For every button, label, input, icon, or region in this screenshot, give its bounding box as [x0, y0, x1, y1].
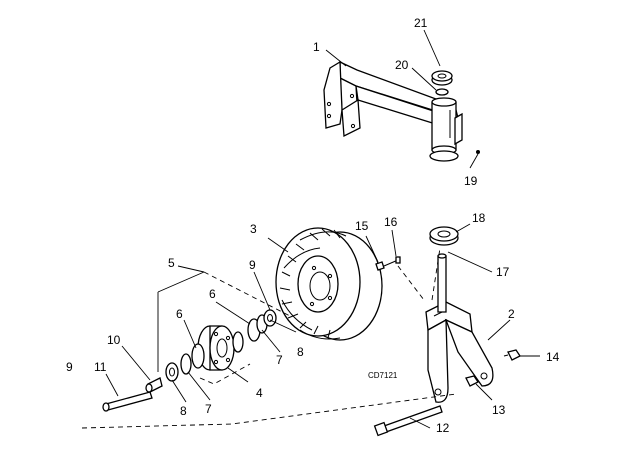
callout-14: 14	[546, 350, 560, 364]
callout-6a: 6	[176, 307, 183, 321]
callout-6b: 6	[209, 287, 216, 301]
tire-wheel-icon	[275, 227, 383, 341]
axle-bolt-icon	[102, 391, 153, 412]
callout-12: 12	[436, 421, 450, 435]
bolt-icon	[373, 405, 443, 437]
callout-16: 16	[384, 215, 398, 229]
bearing-cup-icon	[180, 353, 192, 375]
callout-21: 21	[414, 16, 428, 30]
pin-icon	[476, 150, 480, 154]
alignment-line	[203, 271, 291, 317]
callout-19: 19	[464, 174, 478, 188]
callout-17: 17	[496, 265, 510, 279]
grease-fitting-icon	[503, 349, 521, 361]
callout-8b: 8	[297, 345, 304, 359]
alignment-line	[81, 393, 457, 429]
leader-lines	[105, 29, 540, 429]
bushing-icon	[431, 70, 453, 86]
nut-icon	[465, 375, 479, 387]
callout-5: 5	[168, 256, 175, 270]
sleeve-icon	[145, 377, 163, 393]
callout-9b: 9	[249, 258, 256, 272]
caster-fork-icon	[425, 301, 494, 403]
caster-arm-bracket-icon	[323, 60, 463, 162]
callout-3: 3	[250, 222, 257, 236]
bearing-cone-icon	[191, 343, 205, 369]
callout-15: 15	[355, 219, 369, 233]
callout-11: 11	[94, 360, 107, 374]
washer-icon	[429, 226, 459, 246]
spindle-shaft-icon	[437, 253, 447, 313]
bracket-line	[157, 271, 205, 293]
wheel-stud-icon	[383, 256, 401, 267]
callout-4: 4	[256, 386, 263, 400]
callout-9a: 9	[66, 360, 73, 374]
seal-icon	[165, 362, 179, 382]
figure-code: CD7121	[368, 371, 398, 380]
callout-13: 13	[492, 403, 506, 417]
seal-icon	[263, 309, 277, 327]
wheel-hub-icon	[197, 325, 244, 371]
callout-8a: 8	[180, 404, 187, 418]
callout-2: 2	[508, 307, 515, 321]
o-ring-icon	[435, 88, 449, 96]
callout-20: 20	[395, 58, 409, 72]
bearing-group-icon	[165, 309, 277, 382]
wheel-nut-icon	[375, 261, 385, 271]
callout-1: 1	[313, 40, 320, 54]
alignment-line	[397, 265, 425, 301]
callout-10: 10	[107, 333, 121, 347]
callout-7b: 7	[276, 353, 283, 367]
callout-7a: 7	[205, 402, 212, 416]
callout-18: 18	[472, 211, 486, 225]
